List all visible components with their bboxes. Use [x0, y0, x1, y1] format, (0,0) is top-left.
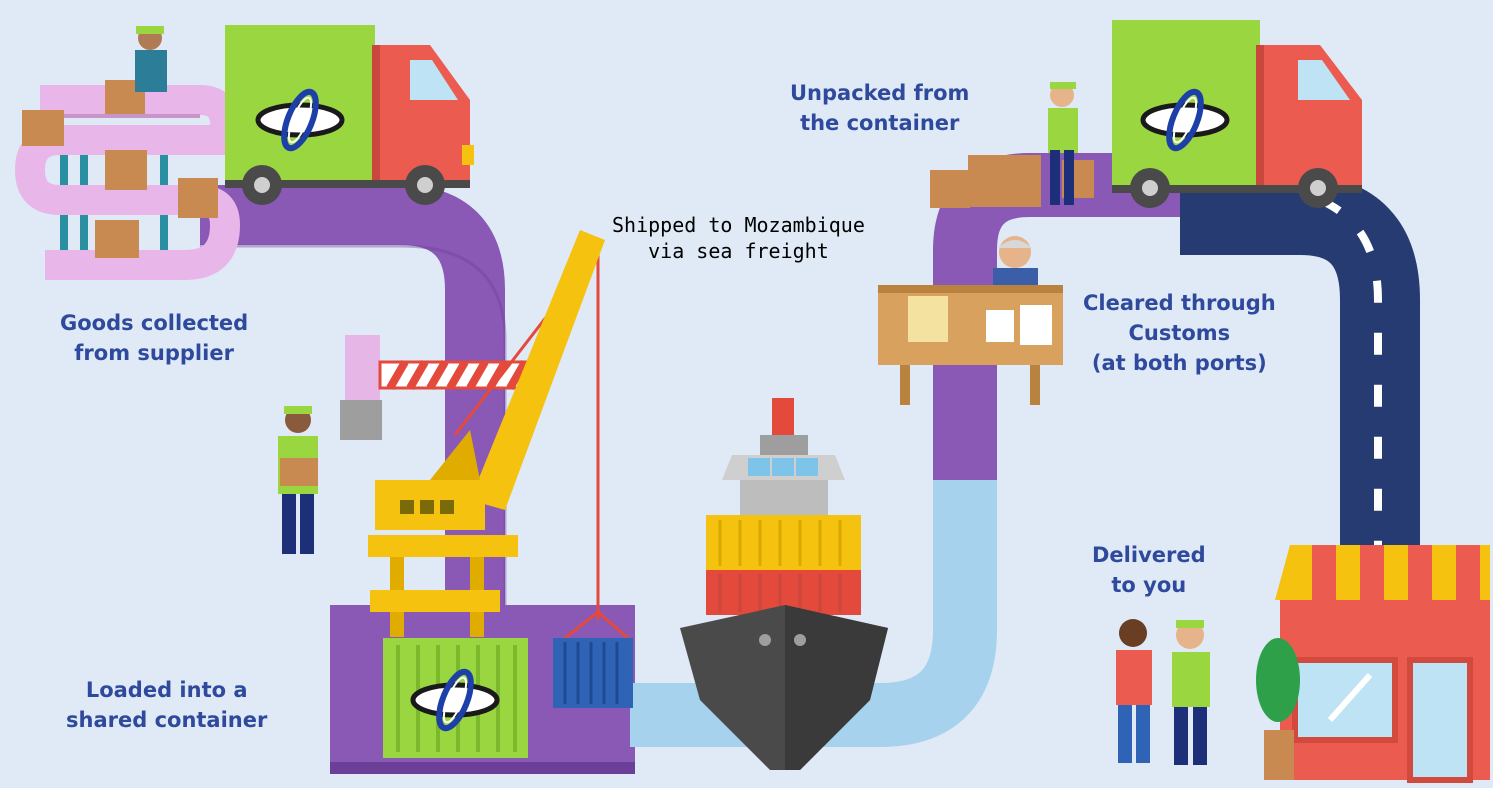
- conveyor-icon: [22, 80, 225, 280]
- label-delivered: Delivered to you: [1092, 540, 1206, 600]
- courier-icon: [1172, 620, 1210, 765]
- label-loaded-container: Loaded into a shared container: [66, 675, 267, 735]
- label-unpacked: Unpacked from the container: [790, 78, 969, 138]
- label-customs: Cleared through Customs (at both ports): [1083, 288, 1276, 378]
- label-shipped: Shipped to Mozambique via sea freight: [612, 212, 865, 264]
- truck-icon: [1112, 20, 1362, 208]
- worker-icon: [135, 26, 167, 92]
- customer-icon: [1116, 619, 1152, 763]
- container-icon: [383, 638, 528, 758]
- plant-icon: [1256, 638, 1300, 780]
- worker-carrying-box-icon: [278, 406, 318, 554]
- shop-icon: [1275, 545, 1490, 780]
- label-goods-collected: Goods collected from supplier: [60, 308, 248, 368]
- truck-icon: [225, 25, 474, 205]
